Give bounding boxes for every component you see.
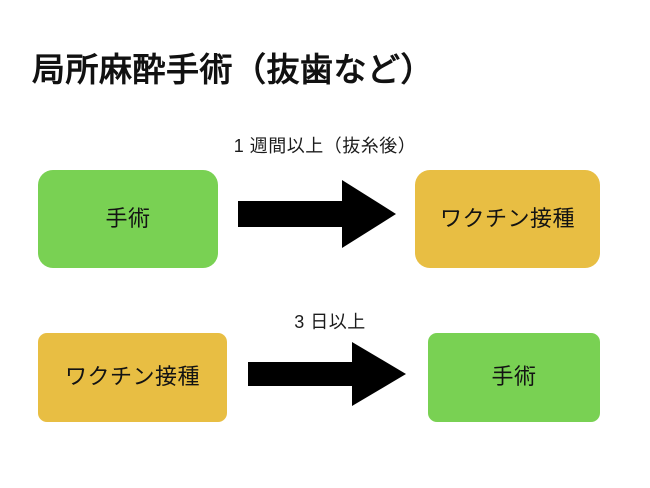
- flow-node-label: ワクチン接種: [64, 364, 200, 390]
- flow-node-label: 手術: [105, 205, 151, 231]
- page-title: 局所麻酔手術（抜歯など）: [32, 51, 434, 89]
- flow-node-label: ワクチン接種: [439, 205, 575, 231]
- right-block-arrow-icon: [238, 180, 396, 248]
- flow-node-label: 手術: [491, 364, 537, 390]
- edge-caption-2: 3 日以上: [294, 312, 366, 332]
- flow-node-vaccination-1[interactable]: ワクチン接種: [415, 170, 600, 268]
- flow-row-surgery-then-vaccination: 1 週間以上（抜糸後） 手術 ワクチン接種: [0, 130, 650, 275]
- right-block-arrow-icon: [248, 342, 406, 406]
- flow-node-vaccination-2[interactable]: ワクチン接種: [38, 333, 227, 422]
- flow-row-vaccination-then-surgery: 3 日以上 ワクチン接種 手術: [0, 300, 650, 430]
- flow-node-surgery-1[interactable]: 手術: [38, 170, 218, 268]
- edge-caption-1: 1 週間以上（抜糸後）: [233, 136, 417, 156]
- flow-node-surgery-2[interactable]: 手術: [428, 333, 600, 422]
